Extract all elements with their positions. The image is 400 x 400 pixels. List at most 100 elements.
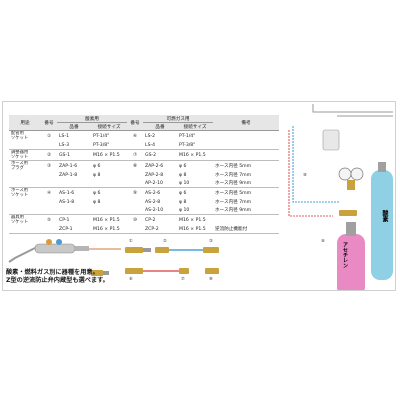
cell-sym	[41, 179, 57, 188]
cell-p2: LS-2	[145, 133, 156, 139]
cell-c1: M16 × P1.5	[91, 149, 128, 161]
cell-c2: PT-3/8"	[177, 141, 214, 150]
cell-p2: ZAP-2-6	[145, 163, 164, 169]
cell-sym2	[127, 141, 144, 150]
callout-1: ①	[129, 238, 133, 243]
acetylene-cylinder	[337, 234, 365, 290]
header-product-2: 品番	[143, 122, 178, 131]
cell-sym2	[127, 225, 144, 234]
cell-c2: M16 × P1.5	[179, 217, 206, 223]
cell-note: ホース内径 5mm	[215, 164, 252, 169]
cell-type: ホース用 ソケット	[11, 188, 29, 198]
callout-10: ⑩	[303, 172, 307, 177]
cell-c1: PT-1/4"	[93, 133, 110, 139]
cell-c1	[91, 206, 128, 215]
table-group-header-row: 用途 番号 酸素用 番号 可燃ガス用 備考	[9, 115, 280, 131]
cell-note	[213, 131, 279, 142]
cell-p1: ZAP-1-6	[59, 163, 78, 169]
cell-p2: AS-2-8	[145, 199, 161, 205]
cell-p1	[57, 179, 91, 188]
cell-c2: φ 8	[179, 172, 187, 178]
cell-c1: PT-3/8"	[91, 141, 128, 150]
header-symbol: 番号	[41, 115, 57, 131]
header-oxygen-group: 酸素用	[57, 115, 128, 123]
cell-sym2	[127, 198, 143, 206]
cell-note: ホース内径 7mm	[215, 173, 252, 178]
cell-type	[9, 179, 41, 188]
cell-note	[213, 149, 280, 161]
cell-c2: M16 × P1.5	[177, 225, 214, 234]
cell-sym: ③	[46, 163, 52, 169]
cell-sym2: ⑨	[132, 190, 138, 196]
cell-type	[9, 198, 41, 206]
caption-line-1: 酸素・燃料ガス別に器種を用意。	[6, 269, 99, 276]
cell-p2: ZAP-2-8	[145, 172, 164, 178]
cell-note: ホース内径 7mm	[215, 200, 252, 205]
cell-type: 調整器用 ソケット	[9, 149, 41, 161]
caption-line-2: Z型の逆流防止弁内蔵型も選べます。	[6, 277, 109, 284]
cell-c2: φ 10	[177, 206, 214, 215]
cell-type	[9, 141, 41, 150]
callout-2: ②	[163, 238, 167, 243]
cell-p1: CP-1	[59, 217, 70, 223]
cell-p2: CP-2	[145, 217, 156, 223]
cell-p1: ZCP-1	[57, 225, 91, 234]
callout-3: ③	[209, 238, 213, 243]
cell-c1: M16 × P1.5	[91, 225, 128, 234]
cell-note: ホース内径 9mm	[213, 206, 280, 215]
callout-8: ⑧	[209, 276, 213, 281]
cell-c2: φ 6	[179, 190, 187, 196]
cell-p1: LS-1	[59, 133, 70, 139]
cell-p1: AS-1-8	[59, 199, 75, 205]
cell-sym: ①	[46, 133, 52, 139]
fitting-row-icon	[125, 247, 219, 274]
callout-7: ⑦	[181, 276, 185, 281]
cell-sym	[41, 198, 57, 206]
cell-sym	[41, 171, 57, 179]
cell-type: ホース用 プラグ	[11, 161, 28, 171]
cell-sym	[41, 225, 57, 234]
callout-6: ⑥	[129, 276, 133, 281]
cell-c1: φ 8	[93, 199, 101, 205]
header-fuel-group: 可燃ガス用	[143, 115, 214, 123]
cell-note: ホース内径 9mm	[213, 179, 280, 188]
hose-end-icon	[91, 270, 109, 276]
cell-sym2	[127, 179, 144, 188]
cell-sym	[41, 206, 57, 215]
product-panel: 用途 番号 酸素用 番号 可燃ガス用 備考 品番 接続サイズ 品番 接続サイズ …	[2, 101, 396, 291]
cell-p2: ZCP-2	[143, 225, 178, 234]
regulator-icon	[338, 167, 364, 190]
cell-p1: AS-1-6	[59, 190, 75, 196]
cell-c1: φ 8	[93, 172, 101, 178]
fittings-illustration	[8, 239, 219, 276]
spec-table: 用途 番号 酸素用 番号 可燃ガス用 備考 品番 接続サイズ 品番 接続サイズ …	[9, 115, 280, 234]
cell-c1	[91, 179, 128, 188]
cell-c2: PT-1/4"	[179, 133, 196, 139]
oxygen-cylinder-label: 酸素	[381, 210, 388, 222]
cell-c2: φ 6	[179, 163, 187, 169]
cell-sym2: ⑥	[132, 133, 138, 139]
cell-p2: AP-2-10	[143, 179, 178, 188]
cell-note: ホース内径 5mm	[215, 191, 252, 196]
pipe-valve-icon	[322, 129, 340, 151]
cell-type: 器具用 ソケット	[11, 215, 29, 225]
cell-c1: M16 × P1.5	[93, 217, 120, 223]
cell-p1: GS-1	[57, 149, 91, 161]
cell-note	[213, 141, 280, 150]
oxygen-cylinder	[371, 170, 393, 280]
cell-p1: ZAP-1-8	[59, 172, 78, 178]
torch-icon	[8, 239, 89, 263]
cell-note: 逆流防止機能付	[213, 225, 280, 234]
cell-p1: LS-3	[57, 141, 91, 150]
cell-sym: ⑤	[46, 217, 52, 223]
